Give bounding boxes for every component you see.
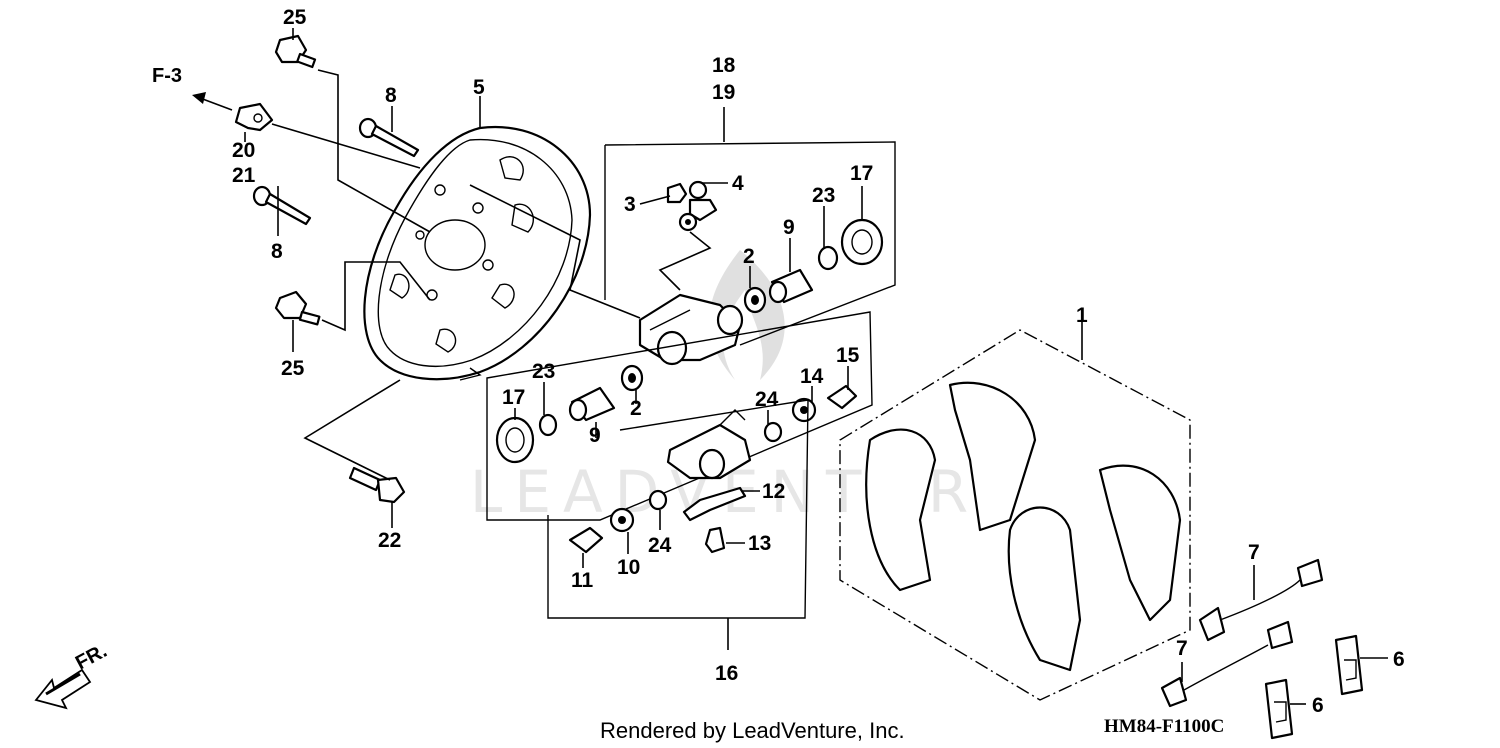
cup-seal-2-lower[interactable]: [620, 364, 644, 392]
ref-arrow: [192, 92, 233, 111]
pin-8-top[interactable]: [358, 117, 420, 158]
diagram-code: HM84-F1100C: [1104, 716, 1224, 737]
callout-10: 10: [617, 556, 640, 579]
brake-shoe-3[interactable]: [1007, 506, 1082, 672]
brake-shoe-2[interactable]: [948, 381, 1037, 532]
callout-9-upper: 9: [783, 216, 795, 239]
callout-6-right: 6: [1393, 648, 1405, 671]
front-direction-label: FR.: [72, 640, 111, 675]
bleeder-cap-4[interactable]: [688, 180, 718, 222]
watermark-logo: [709, 250, 785, 380]
callout-25-top: 25: [283, 6, 307, 29]
piston-9-upper[interactable]: [768, 268, 814, 304]
callout-4: 4: [732, 172, 744, 195]
callout-17-lower: 17: [502, 386, 525, 409]
piston-9-lower[interactable]: [568, 386, 616, 422]
brake-shoe-4[interactable]: [1098, 464, 1182, 622]
callout-16: 16: [715, 662, 738, 685]
callout-18: 18: [712, 54, 736, 77]
shoe-clip-6-right[interactable]: [1334, 634, 1364, 696]
callout-8-top: 8: [385, 84, 397, 107]
callout-23-lower: 23: [532, 360, 555, 383]
shoe-clip-6-left[interactable]: [1264, 678, 1294, 740]
adjuster-wheel-14[interactable]: [791, 397, 817, 423]
callout-2-upper: 2: [743, 245, 755, 268]
spring-7-upper[interactable]: [1198, 558, 1324, 642]
callout-1: 1: [1076, 304, 1088, 327]
brake-panel[interactable]: [363, 125, 592, 381]
callout-6-left: 6: [1312, 694, 1324, 717]
bolt-22[interactable]: [348, 466, 406, 504]
footer-credit: Rendered by LeadVenture, Inc.: [600, 718, 905, 743]
ring-23-lower[interactable]: [538, 413, 558, 437]
callout-13: 13: [748, 532, 771, 555]
callout-7-lower: 7: [1176, 637, 1188, 660]
clip-20[interactable]: [234, 102, 274, 132]
callout-7-upper: 7: [1248, 541, 1260, 564]
bolt-25-top[interactable]: [274, 34, 317, 69]
watermark-text: LEADVENTURE: [470, 458, 1029, 526]
callout-8-bottom: 8: [271, 240, 283, 263]
bolt-25-bottom[interactable]: [274, 290, 321, 326]
adjuster-bolt-15[interactable]: [826, 384, 858, 410]
callout-11: 11: [571, 569, 594, 592]
nipple-13[interactable]: [704, 526, 726, 554]
callout-3: 3: [624, 193, 636, 216]
callout-17-upper: 17: [850, 162, 873, 185]
callout-25-bottom: 25: [281, 357, 305, 380]
callout-9-lower: 9: [589, 424, 601, 447]
callout-14: 14: [800, 365, 824, 388]
callout-24-upper: 24: [755, 388, 779, 411]
adjuster-body[interactable]: [666, 409, 752, 480]
callout-20: 20: [232, 139, 255, 162]
callout-5: 5: [473, 76, 485, 99]
ring-23-upper[interactable]: [817, 245, 839, 271]
pin-8-bottom[interactable]: [252, 185, 312, 226]
callout-19: 19: [712, 81, 735, 104]
brake-shoe-1[interactable]: [865, 428, 937, 592]
washer-24-upper[interactable]: [763, 421, 783, 443]
callout-2-lower: 2: [630, 397, 642, 420]
bleeder-washer[interactable]: [678, 212, 698, 232]
callout-23-upper: 23: [812, 184, 835, 207]
boot-17-upper[interactable]: [840, 218, 884, 266]
ref-label: F-3: [152, 65, 182, 87]
callout-12: 12: [762, 480, 785, 503]
callout-15: 15: [836, 344, 860, 367]
front-direction-arrow-icon: [34, 668, 92, 710]
boot-17-lower[interactable]: [495, 416, 535, 464]
wheel-cylinder[interactable]: [638, 293, 744, 366]
washer-24-lower[interactable]: [648, 489, 668, 511]
spring-7-lower[interactable]: [1160, 620, 1294, 708]
adjuster-wheel-10[interactable]: [609, 507, 635, 533]
plate-12[interactable]: [682, 486, 747, 522]
adjuster-bolt-11[interactable]: [568, 526, 604, 554]
callout-21: 21: [232, 164, 256, 187]
callout-22: 22: [378, 529, 401, 552]
cup-seal-2-upper[interactable]: [743, 286, 767, 314]
callout-24-lower: 24: [648, 534, 672, 557]
bleeder-screw-3[interactable]: [666, 182, 688, 204]
